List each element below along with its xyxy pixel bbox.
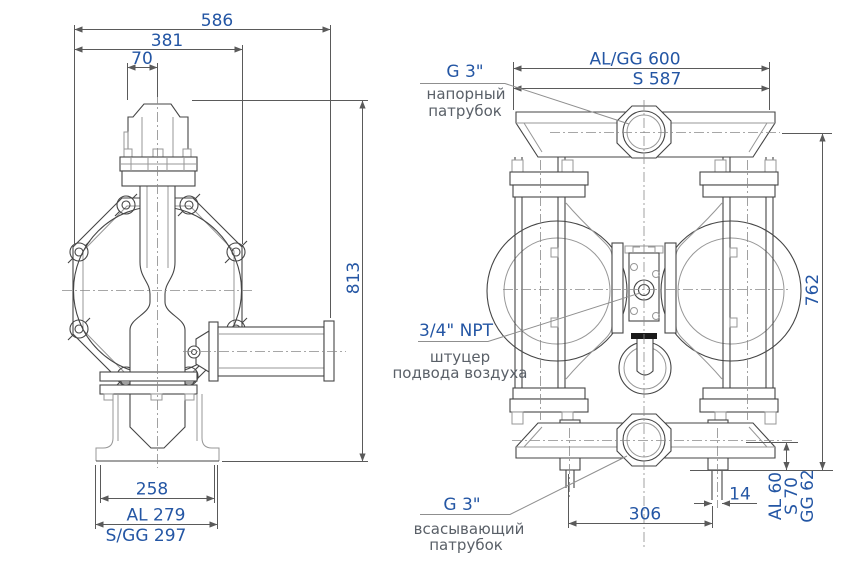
dim-foot-slot: 14 [729, 485, 751, 505]
muffler [618, 339, 672, 395]
lower-flanges [509, 387, 779, 425]
dim-base-width: 258 [136, 480, 168, 500]
label-air-size: 3/4" NPT [419, 321, 494, 341]
label-discharge-size: G 3" [446, 62, 483, 82]
dim-width-s: S 587 [633, 70, 682, 90]
dim-base-width-al: AL 279 [127, 506, 186, 526]
dim-cap-width: 70 [131, 49, 153, 69]
suction-port [616, 413, 672, 467]
discharge-leader-line [420, 83, 630, 125]
right-view-drawing [486, 100, 802, 548]
air-leader-line [418, 292, 641, 342]
label-discharge-l2: патрубок [428, 102, 502, 120]
label-suction-l2: патрубок [429, 536, 503, 554]
label-suction-l1: всасывающий [414, 520, 525, 538]
dim-base-width-sgg: S/GG 297 [106, 526, 187, 546]
dim-overall-height-left: 813 [344, 262, 364, 294]
clamp-bar [99, 371, 198, 382]
dim-foot-height-al: AL 60 [766, 472, 786, 520]
right-chamber [660, 220, 802, 362]
side-port-pipe [187, 320, 335, 382]
suction-leader-line [420, 455, 628, 515]
tie-rods [514, 157, 774, 388]
left-chamber [486, 220, 628, 362]
dim-overall-height-right: 762 [803, 274, 823, 306]
left-view-dimensions: 586 381 70 813 258 AL 279 S/GG 297 [74, 11, 368, 546]
dim-overall-width: 586 [201, 11, 233, 31]
upper-flanges [509, 159, 779, 198]
left-view-drawing [62, 94, 346, 468]
label-air-l1: штуцер [430, 348, 490, 366]
dim-flange-width: 381 [151, 31, 183, 51]
dim-foot-height-s: S 70 [782, 477, 802, 515]
label-discharge-l1: напорный [427, 85, 506, 103]
port-callouts: G 3" напорный патрубок 3/4" NPT штуцер п… [392, 62, 641, 554]
dim-width-algg: AL/GG 600 [589, 50, 680, 70]
label-suction-size: G 3" [443, 495, 480, 515]
dim-foot-height-gg: GG 62 [798, 469, 818, 522]
label-air-l2: подвода воздуха [392, 364, 527, 382]
right-view-dimensions: AL/GG 600 S 587 762 306 14 AL 60 S 70 GG… [513, 50, 833, 528]
dim-feet-span: 306 [629, 505, 661, 525]
